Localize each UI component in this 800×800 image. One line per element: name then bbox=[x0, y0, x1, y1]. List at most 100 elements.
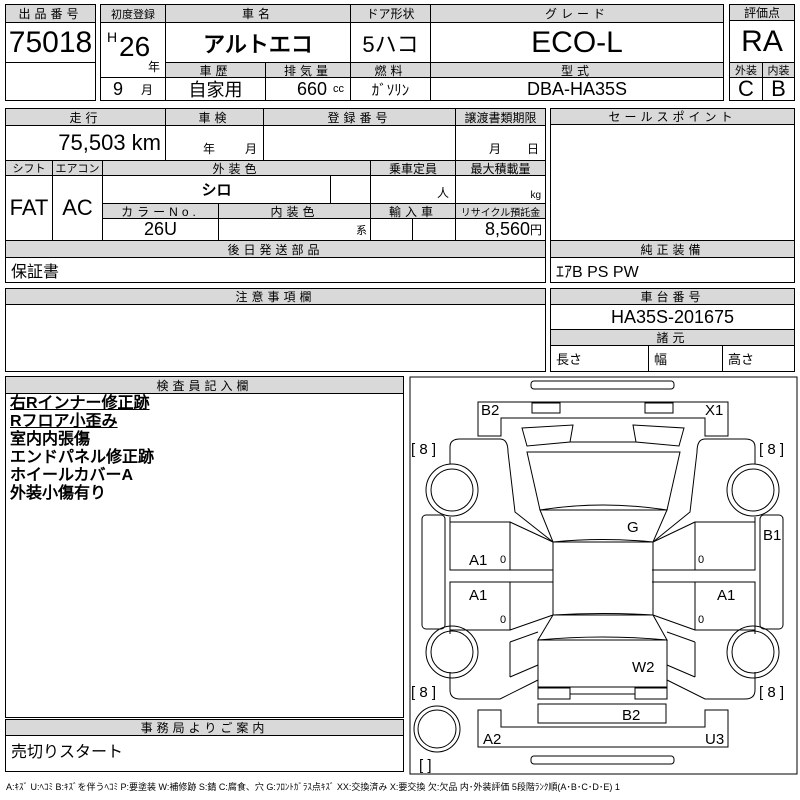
fuel-header: 燃料 bbox=[350, 62, 431, 78]
door-mark: 0 bbox=[500, 554, 506, 566]
inspector-line: エンドパネル修正跡 bbox=[10, 449, 155, 466]
left-sill bbox=[421, 514, 446, 630]
label-right-sill: B1 bbox=[763, 527, 781, 544]
notes-header: 注意事項欄 bbox=[5, 288, 546, 305]
roof bbox=[552, 541, 654, 616]
specs-header: 諸元 bbox=[550, 329, 795, 346]
wheel-rear-right bbox=[731, 630, 775, 674]
capacity: 人 bbox=[370, 175, 456, 204]
year-unit: 年 bbox=[147, 60, 160, 74]
mileage: 75,503 km bbox=[5, 125, 166, 161]
headlight-left bbox=[531, 402, 561, 414]
recycle-unit: 円 bbox=[529, 223, 542, 237]
office-notice: 売切りスタート bbox=[5, 735, 404, 772]
label-front-bumper-right: X1 bbox=[705, 402, 723, 419]
chassis-header: 車台番号 bbox=[550, 288, 795, 305]
transfer-deadline-header: 譲渡書類期限 bbox=[455, 108, 546, 126]
imported-cell-1 bbox=[370, 218, 413, 241]
inspection-expiry: 年月 bbox=[165, 125, 264, 161]
recycle-header: リサイクル預託金 bbox=[455, 203, 546, 219]
label-right-rear-door: A1 bbox=[717, 587, 735, 604]
wheel-front-left bbox=[430, 468, 474, 512]
aircon-header: エアコン bbox=[52, 160, 103, 176]
label-front-bumper-left: B2 bbox=[481, 402, 499, 419]
exterior-color: シロ bbox=[102, 175, 331, 204]
label-rear-window: W2 bbox=[632, 659, 655, 676]
listing-number-header: 出品番号 bbox=[5, 4, 96, 23]
grade: ECO-L bbox=[430, 22, 724, 63]
score: RA bbox=[729, 20, 795, 63]
max-load-header: 最大積載量 bbox=[455, 160, 546, 176]
listing-blank bbox=[5, 62, 96, 101]
inspection-month-unit: 月 bbox=[244, 142, 257, 156]
displacement-header: 排気量 bbox=[265, 62, 351, 78]
exterior-grade-header: 外装 bbox=[729, 62, 763, 78]
windscreen bbox=[526, 441, 681, 511]
month-unit: 月 bbox=[141, 82, 154, 97]
shift-header: シフト bbox=[5, 160, 53, 176]
wheel-rear-left bbox=[430, 630, 474, 674]
tire-mark-rl: [ 8 ] bbox=[411, 684, 436, 701]
body-right bbox=[652, 438, 756, 700]
deadline-day-unit: 日 bbox=[526, 142, 539, 156]
front-bumper bbox=[477, 401, 729, 437]
listing-number: 75018 bbox=[5, 22, 96, 63]
exterior-color-header: 外装色 bbox=[102, 160, 371, 176]
sales-point-header: セールスポイント bbox=[550, 108, 795, 125]
equipment: ｴｱB PS PW bbox=[550, 257, 795, 283]
tire-mark-fr: [ 8 ] bbox=[759, 441, 784, 458]
rear-panel bbox=[537, 703, 667, 724]
inspection-header: 車検 bbox=[165, 108, 264, 126]
score-header: 評価点 bbox=[729, 4, 795, 21]
inspector-header: 検査員記入欄 bbox=[5, 376, 404, 394]
imported-header: 輸入車 bbox=[370, 203, 456, 219]
wheel-front-right bbox=[731, 468, 775, 512]
color-no-header: カラーNo. bbox=[102, 203, 219, 219]
door-mark: 0 bbox=[698, 554, 704, 566]
interior-color-header: 内装色 bbox=[218, 203, 371, 219]
spare-mark: [ ] bbox=[419, 757, 432, 774]
headlight-right bbox=[644, 402, 674, 414]
aircon: AC bbox=[52, 175, 103, 241]
displacement-value: 660 bbox=[296, 78, 327, 99]
spare-tire bbox=[417, 709, 457, 749]
diagram-frame bbox=[409, 376, 798, 775]
displacement-unit: cc bbox=[333, 83, 344, 95]
label-hood: G bbox=[627, 519, 639, 536]
grade-header: グレード bbox=[430, 4, 724, 23]
notes bbox=[5, 304, 546, 372]
spec-height: 高さ bbox=[722, 345, 795, 372]
front-bar bbox=[530, 380, 675, 390]
fuel: ｶﾞｿﾘﾝ bbox=[350, 77, 431, 101]
inspector-line: 右Rインナー修正跡 bbox=[10, 395, 150, 412]
first-registration-year: H 26 年 bbox=[100, 22, 166, 78]
inspector-line: 外装小傷有り bbox=[10, 485, 107, 502]
right-sill bbox=[759, 514, 784, 630]
inspector-notes: 右Rインナー修正跡 Rフロア小歪み 室内内張傷 エンドパネル修正跡 ホイールカバ… bbox=[10, 395, 154, 503]
label-rear-bumper-right: U3 bbox=[705, 731, 724, 748]
year: 26 bbox=[119, 31, 151, 62]
spec-width: 幅 bbox=[648, 345, 723, 372]
legend: A:ｷｽﾞ U:ﾍｺﾐ B:ｷｽﾞを伴うﾍｺﾐ P:要塗装 W:補修跡 S:錆 … bbox=[6, 782, 620, 792]
label-left-rear-door: A1 bbox=[469, 587, 487, 604]
exterior-color-extra bbox=[330, 175, 371, 204]
interior-grade: B bbox=[762, 77, 795, 101]
rear-bar bbox=[530, 755, 675, 765]
door-type-header: ドア形状 bbox=[350, 4, 431, 23]
car-damage-diagram: B2 X1 G B1 A1 A1 A1 0 0 0 0 W2 B2 A2 U3 … bbox=[409, 376, 798, 775]
exterior-grade: C bbox=[729, 77, 763, 101]
registration-no bbox=[263, 125, 456, 161]
shift: FAT bbox=[5, 175, 53, 241]
sales-point bbox=[550, 124, 795, 241]
quarter-panels bbox=[509, 631, 696, 678]
history-header: 車歴 bbox=[165, 62, 266, 78]
car-name: アルトエコ bbox=[165, 22, 351, 63]
tire-mark-rr: [ 8 ] bbox=[759, 684, 784, 701]
equipment-header: 純正装備 bbox=[550, 240, 795, 258]
rear-window bbox=[537, 639, 668, 688]
chassis-number: HA35S-201675 bbox=[550, 304, 795, 330]
car-name-header: 車名 bbox=[165, 4, 351, 23]
capacity-header: 乗車定員 bbox=[370, 160, 456, 176]
inspection-year-unit: 年 bbox=[202, 142, 215, 156]
